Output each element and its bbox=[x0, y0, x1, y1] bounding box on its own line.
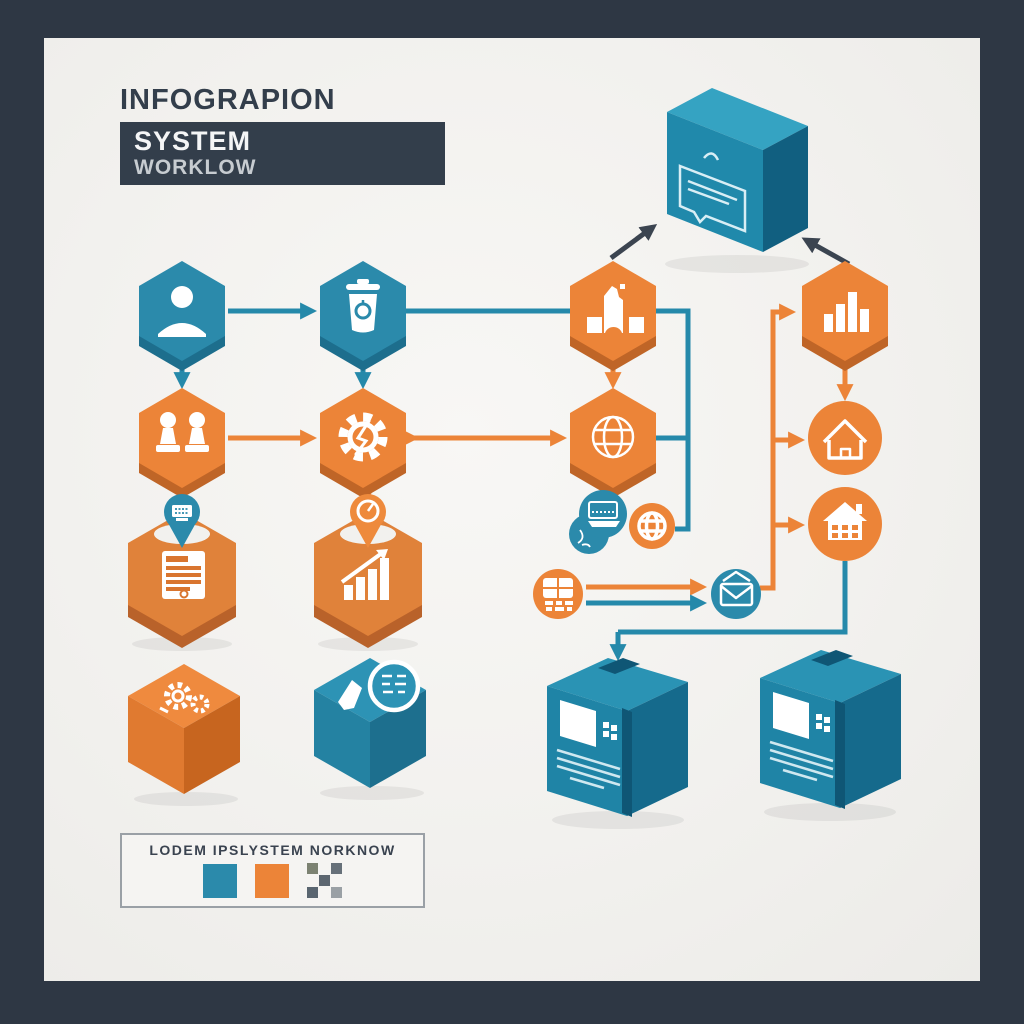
legend-text: LODEM IPSLYSTEM NORKNOW bbox=[149, 842, 396, 858]
node-message-box bbox=[667, 88, 808, 252]
node-recycle bbox=[320, 261, 406, 371]
node-growth bbox=[314, 494, 422, 648]
gear-bolt-icon bbox=[338, 412, 388, 462]
title-box-line2: WORKLOW bbox=[134, 156, 257, 179]
legend: LODEM IPSLYSTEM NORKNOW bbox=[120, 833, 425, 908]
label-icon bbox=[556, 700, 621, 790]
line-home-package bbox=[618, 561, 848, 635]
pin-gauge-icon bbox=[350, 494, 386, 548]
title-box-line1: SYSTEM bbox=[134, 126, 252, 156]
speech-bubble-icon bbox=[678, 152, 747, 233]
pin-terminal-icon bbox=[164, 494, 200, 548]
search-list-icon bbox=[338, 659, 421, 713]
node-terminal bbox=[569, 490, 627, 554]
checker-swatch bbox=[306, 863, 342, 898]
window-grid-icon bbox=[543, 578, 573, 611]
two-pawns-icon bbox=[156, 412, 209, 452]
globe-icon bbox=[591, 415, 635, 459]
envelope-icon bbox=[719, 570, 754, 607]
node-process bbox=[320, 388, 406, 498]
orange-swatch bbox=[254, 864, 289, 898]
node-home-filled bbox=[808, 487, 882, 561]
person-icon bbox=[158, 286, 206, 337]
shadows bbox=[132, 255, 896, 829]
title-box: SYSTEM WORKLOW bbox=[120, 122, 445, 185]
node-gears-cube bbox=[128, 664, 240, 794]
node-network bbox=[570, 388, 656, 498]
growth-chart-icon bbox=[340, 549, 389, 600]
gears-icon bbox=[159, 682, 210, 714]
line-recycle-monument-globe bbox=[406, 308, 691, 532]
legend-swatches bbox=[202, 863, 343, 899]
node-user bbox=[139, 261, 225, 371]
building-arch-icon bbox=[587, 284, 644, 333]
house-filled-icon bbox=[823, 502, 867, 540]
node-storage bbox=[533, 569, 583, 619]
node-report bbox=[128, 494, 236, 648]
node-package-2 bbox=[760, 650, 901, 809]
house-outline-icon bbox=[822, 419, 868, 460]
node-search-cube bbox=[314, 658, 426, 788]
node-package-1 bbox=[547, 658, 688, 817]
document-icon bbox=[162, 551, 205, 599]
bar-chart-icon bbox=[824, 292, 869, 332]
orange-rail bbox=[760, 309, 791, 591]
blue-swatch bbox=[202, 864, 237, 898]
label-icon bbox=[769, 692, 834, 782]
node-team bbox=[139, 388, 225, 498]
node-home-outline bbox=[808, 401, 882, 475]
arrow-analytics-message bbox=[801, 237, 851, 267]
trash-icon bbox=[346, 279, 380, 333]
globe-small-icon bbox=[637, 511, 667, 541]
node-globe-small bbox=[629, 503, 675, 549]
node-analytics bbox=[802, 261, 888, 371]
arrow-recycle-message bbox=[609, 223, 658, 261]
page-title: INFOGRAPION bbox=[120, 84, 336, 116]
node-mail bbox=[711, 569, 761, 619]
register-icon bbox=[577, 501, 620, 548]
node-monument bbox=[570, 261, 656, 371]
